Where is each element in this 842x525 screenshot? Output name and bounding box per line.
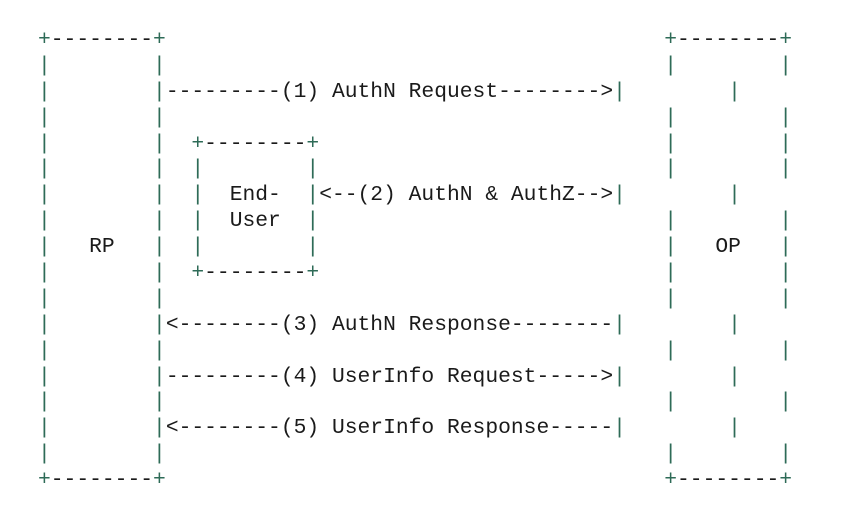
authn-request-arrow: | |---------(1) AuthN Request-------->| … (38, 79, 741, 104)
diagram-line: | | | | (38, 53, 793, 78)
rp-op-labels-line: | RP | | | | OP | (38, 235, 793, 260)
end-user-box-top: | | +--------+ | | (38, 131, 793, 156)
authn-authz-arrow: | | | End- |<--(2) AuthN & AuthZ-->| | (38, 183, 741, 208)
openid-connect-flow-diagram: +--------+ +--------+| | | || |---------… (38, 28, 792, 494)
diagram-line: | | | | (38, 105, 793, 130)
diagram-line: | | | | (38, 390, 793, 415)
authn-response-arrow: | |<--------(3) AuthN Response--------| … (38, 312, 741, 337)
end-user-label-line: | | | User | | | (38, 209, 793, 234)
userinfo-response-arrow: | |<--------(5) UserInfo Response-----| … (38, 416, 741, 441)
diagram-line: | | | | (38, 286, 793, 311)
diagram-line: | | | | | | (38, 157, 793, 182)
diagram-line-top-borders: +--------+ +--------+ (38, 28, 793, 52)
userinfo-request-arrow: | |---------(4) UserInfo Request----->| … (38, 364, 741, 389)
diagram-line-bottom-borders: +--------+ +--------+ (38, 468, 793, 493)
diagram-line: | | | | (38, 338, 793, 363)
end-user-box-bottom: | | +--------+ | | (38, 261, 793, 286)
diagram-line: | | | | (38, 442, 793, 467)
